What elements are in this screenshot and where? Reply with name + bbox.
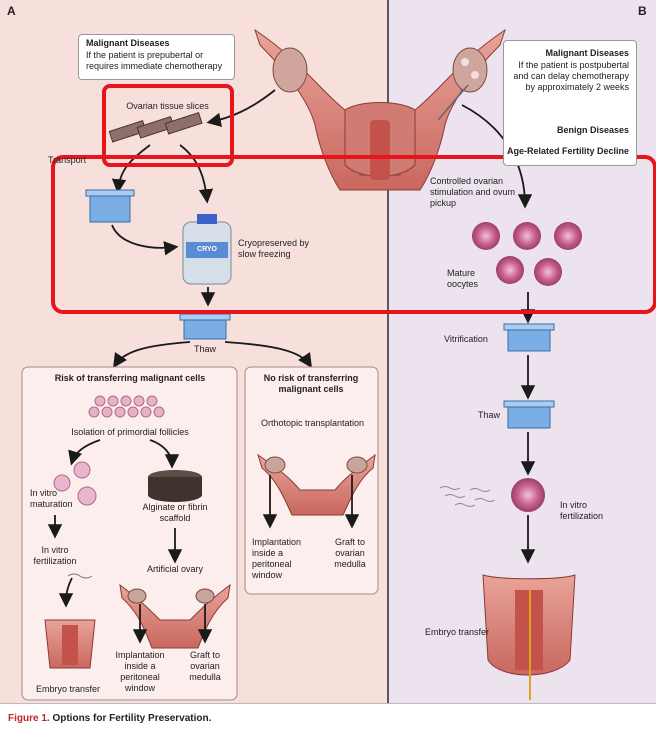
transport-label: Transport [48, 155, 108, 166]
panel-b-malignant-title: Malignant Diseases [503, 48, 629, 59]
controlled-stimulation-label: Controlled ovarian stimulation and ovum … [430, 176, 540, 209]
no-risk-title: No risk of transferring malignant cells [250, 373, 372, 395]
in-vitro-fertilization-label: In vitro fertilization [25, 545, 85, 567]
caption-title: Options for Fertility Preservation. [52, 713, 211, 724]
scaffold [148, 470, 202, 502]
embryo-transfer-label-a: Embryo transfer [28, 684, 108, 695]
implantation-label-a: Implantation inside a peritoneal window [110, 650, 170, 694]
panel-b-benign: Benign Diseases [503, 125, 629, 136]
panel-b-age-related: Age-Related Fertility Decline [503, 146, 629, 157]
figure-caption: Figure 1. Options for Fertility Preserva… [0, 703, 656, 738]
thaw-label-b: Thaw [478, 410, 508, 421]
fertilized-oocyte [511, 478, 545, 512]
mature-oocytes-label: Mature oocytes [447, 268, 495, 290]
thaw-box-b [504, 401, 554, 428]
thaw-label-a: Thaw [180, 344, 230, 355]
panel-a-letter: A [7, 6, 16, 17]
orthotopic-label: Orthotopic transplantation [260, 418, 365, 429]
vitrification-label: Vitrification [444, 334, 504, 345]
transport-box [86, 190, 134, 222]
cryopreserved-label: Cryopreserved by slow freezing [238, 238, 328, 260]
caption-figure-number: Figure 1. [8, 713, 50, 724]
cryo-tank-label: CRYO [186, 244, 228, 255]
embryo-transfer-uterus-b [483, 575, 575, 700]
risk-title: Risk of transferring malignant cells [25, 373, 235, 384]
panel-a-malignant-title: Malignant Diseases [86, 38, 236, 49]
graft-label-a: Graft to ovarian medulla [180, 650, 230, 683]
panel-b-letter: B [638, 6, 647, 17]
graft-label-b: Graft to ovarian medulla [325, 537, 375, 570]
isolation-label: Isolation of primordial follicles [40, 427, 220, 438]
main-uterus-illustration [255, 30, 505, 190]
artificial-ovary-label: Artificial ovary [125, 564, 225, 575]
sperm-lines [440, 487, 495, 507]
vitrification-box [504, 324, 554, 351]
panel-b-malignant-desc: If the patient is postpubertal and can d… [503, 60, 629, 93]
thaw-box-a [180, 314, 230, 339]
ivf-label-b: In vitro fertilization [560, 500, 622, 522]
ovarian-tissue-slices [109, 113, 202, 142]
in-vitro-maturation-label: In vitro maturation [30, 488, 85, 510]
alginate-label: Alginate or fibrin scaffold [135, 502, 215, 524]
embryo-transfer-uterus-a [45, 620, 95, 668]
ovarian-slices-label: Ovarian tissue slices [110, 101, 225, 112]
embryo-transfer-label-b: Embryo transfer [425, 627, 495, 638]
implantation-label-b: Implantation inside a peritoneal window [252, 537, 312, 581]
panel-a-malignant-desc: If the patient is prepubertal or require… [86, 50, 231, 72]
